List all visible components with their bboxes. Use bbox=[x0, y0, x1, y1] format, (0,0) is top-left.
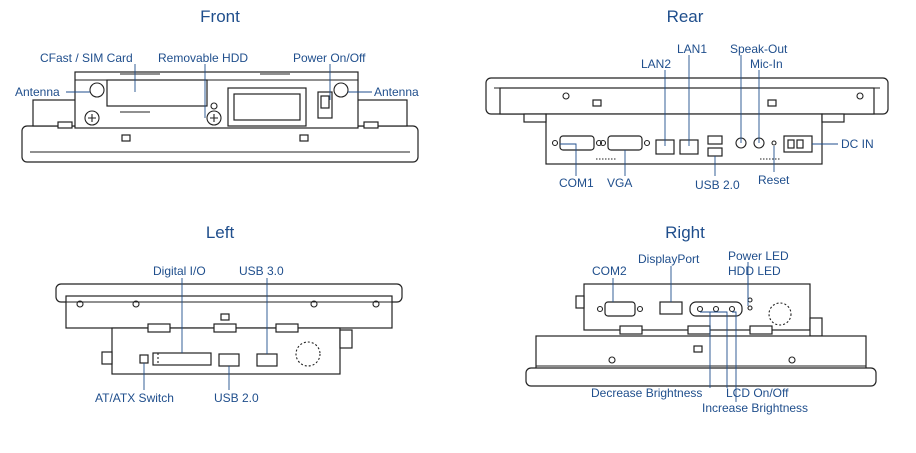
lan2-label: LAN2 bbox=[641, 57, 672, 71]
hdd-led-label: HDD LED bbox=[728, 264, 781, 278]
front-view-device bbox=[21, 71, 419, 163]
speak-out-label: Speak-Out bbox=[730, 42, 788, 56]
right-view-title: Right bbox=[665, 223, 705, 242]
reset-label: Reset bbox=[758, 173, 790, 187]
rear-view-title: Rear bbox=[666, 7, 704, 26]
com1-label: COM1 bbox=[559, 176, 594, 190]
dc-in-label: DC IN bbox=[841, 137, 874, 151]
removable-hdd-label: Removable HDD bbox=[158, 51, 249, 65]
digital-io-label: Digital I/O bbox=[153, 264, 206, 278]
lan1-label: LAN1 bbox=[677, 42, 708, 56]
antenna-left-label: Antenna bbox=[15, 85, 60, 99]
usb20-left-label: USB 2.0 bbox=[214, 391, 259, 405]
rear-view-device bbox=[485, 77, 889, 165]
leader-lines bbox=[66, 55, 838, 402]
left-view-title: Left bbox=[205, 223, 235, 242]
cfast-sim-card-label: CFast / SIM Card bbox=[40, 51, 133, 65]
vga-label: VGA bbox=[607, 176, 633, 190]
right-view-device bbox=[525, 283, 877, 387]
front-view-title: Front bbox=[200, 7, 240, 26]
mic-in-label: Mic-In bbox=[750, 57, 783, 71]
antenna-right-label: Antenna bbox=[374, 85, 419, 99]
left-view-device bbox=[55, 283, 403, 375]
power-led-label: Power LED bbox=[728, 249, 789, 263]
at-atx-switch-label: AT/ATX Switch bbox=[95, 391, 174, 405]
displayport-label: DisplayPort bbox=[638, 252, 700, 266]
increase-brightness-label: Increase Brightness bbox=[702, 401, 809, 415]
power-onoff-label: Power On/Off bbox=[293, 51, 366, 65]
com2-label: COM2 bbox=[592, 264, 627, 278]
lcd-onoff-label: LCD On/Off bbox=[726, 386, 789, 400]
usb30-label: USB 3.0 bbox=[239, 264, 284, 278]
decrease-brightness-label: Decrease Brightness bbox=[591, 386, 703, 400]
usb20-rear-label: USB 2.0 bbox=[695, 178, 740, 192]
